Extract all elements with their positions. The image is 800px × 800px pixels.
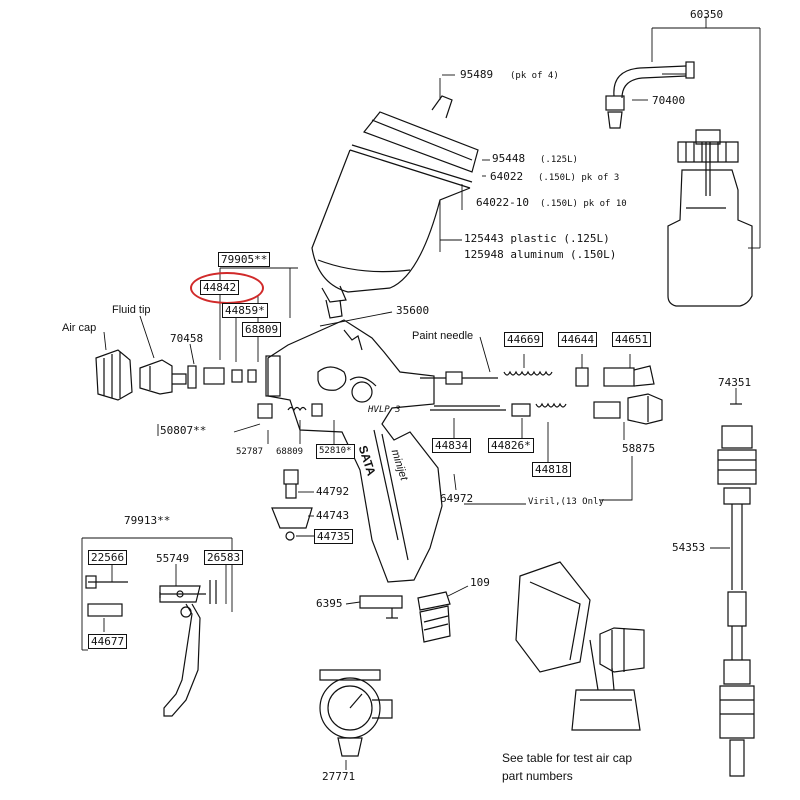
part-number-60350: 60350: [690, 8, 724, 21]
part-number-64022-10: 64022-10: [476, 196, 529, 209]
cleaning-bottle-kit: [605, 61, 753, 307]
label-fluid-tip: Fluid tip: [112, 304, 151, 316]
part-number-64972: 64972: [440, 492, 474, 505]
part-number-44644: 44644: [558, 332, 598, 347]
highlight-circle-44842: [190, 272, 264, 304]
paint-cup: [311, 95, 479, 319]
air-pressure-gauge: [319, 669, 393, 757]
part-number-44818: 44818: [532, 462, 572, 477]
part-number-70400: 70400: [652, 94, 686, 107]
part-number-70458: 70458: [170, 332, 204, 345]
part-number-44792: 44792: [316, 485, 350, 498]
part-number-64022: 64022: [490, 170, 524, 183]
air-inlet-fitting: [359, 591, 451, 643]
air-cap-assembly: [95, 349, 281, 401]
part-number-58875: 58875: [622, 442, 656, 455]
part-number-74351: 74351: [718, 376, 752, 389]
paint-needle: [420, 365, 655, 387]
part-number-52810: 52810*: [316, 444, 355, 459]
gun-body-mark: HVLP 3: [368, 405, 401, 415]
label-paint-needle: Paint needle: [412, 330, 474, 342]
part-number-95489: 95489: [460, 68, 494, 81]
air-hose: [717, 403, 757, 777]
air-valve: [430, 393, 663, 425]
part-number-55749: 55749: [156, 552, 190, 565]
part-number-6395: 6395: [316, 597, 343, 610]
part-number-125443: 125443 plastic (.125L): [464, 232, 610, 245]
part-number-27771: 27771: [322, 770, 356, 783]
part-number-44669: 44669: [504, 332, 544, 347]
part-number-44826: 44826*: [488, 438, 534, 453]
part-note-viril: Viril,(13 Only: [528, 497, 604, 507]
part-number-44859: 44859*: [222, 303, 268, 318]
part-number-68809-lower: 68809: [276, 447, 304, 457]
part-note-64022: (.150L) pk of 3: [538, 173, 620, 183]
footnote-line-2: part numbers: [502, 769, 573, 783]
part-number-44651: 44651: [612, 332, 652, 347]
part-number-95448: 95448: [492, 152, 526, 165]
part-number-44735: 44735: [314, 529, 354, 544]
part-note-95489: (pk of 4): [510, 71, 559, 81]
part-number-50807: 50807**: [160, 424, 207, 437]
part-number-35600: 35600: [396, 304, 430, 317]
label-air-cap: Air cap: [62, 322, 97, 334]
spray-fan-adjuster: [257, 403, 323, 419]
footnote-line-1: See table for test air cap: [502, 751, 633, 765]
leader-lines: [81, 16, 761, 770]
part-number-54353: 54353: [672, 541, 706, 554]
part-note-64022-10: (.150L) pk of 10: [540, 199, 627, 209]
test-air-cap: [515, 561, 645, 731]
part-number-68809-top: 68809: [242, 322, 282, 337]
part-number-22566: 22566: [88, 550, 128, 565]
part-number-79905: 79905**: [218, 252, 271, 267]
part-number-44677: 44677: [88, 634, 128, 649]
lower-valve-parts: [271, 469, 313, 541]
part-note-95448: (.125L): [540, 155, 578, 165]
trigger: [85, 575, 217, 717]
part-number-125948: 125948 aluminum (.150L): [464, 248, 617, 261]
gun-body: [267, 319, 443, 583]
part-number-44743: 44743: [316, 509, 350, 522]
part-number-26583: 26583: [204, 550, 244, 565]
part-number-109: 109: [470, 576, 490, 589]
part-number-44834: 44834: [432, 438, 472, 453]
part-number-79913: 79913**: [124, 514, 171, 527]
part-number-52787: 52787: [236, 447, 264, 457]
